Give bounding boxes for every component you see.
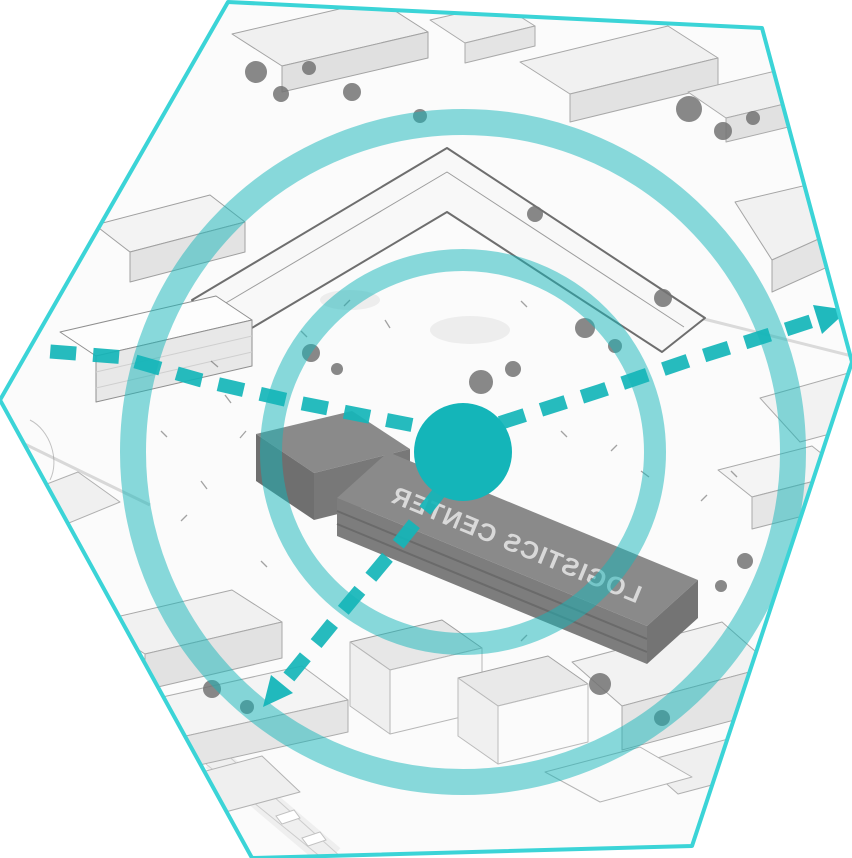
northeast-flow-arrow [497, 314, 815, 430]
outer-radius-ring [120, 109, 806, 795]
building-slab-end [647, 580, 698, 664]
building-annex-top [256, 411, 410, 473]
southwest-flow-arrow [282, 485, 447, 683]
west-flow-arrow [43, 344, 414, 432]
center-node [414, 403, 512, 501]
building-floor-lines [336, 510, 648, 653]
flow-arrows [43, 314, 815, 683]
southwest-arrowhead [263, 675, 293, 707]
ground-shade [430, 316, 510, 344]
radius-rings [120, 109, 806, 795]
inner-radius-ring [260, 249, 666, 655]
